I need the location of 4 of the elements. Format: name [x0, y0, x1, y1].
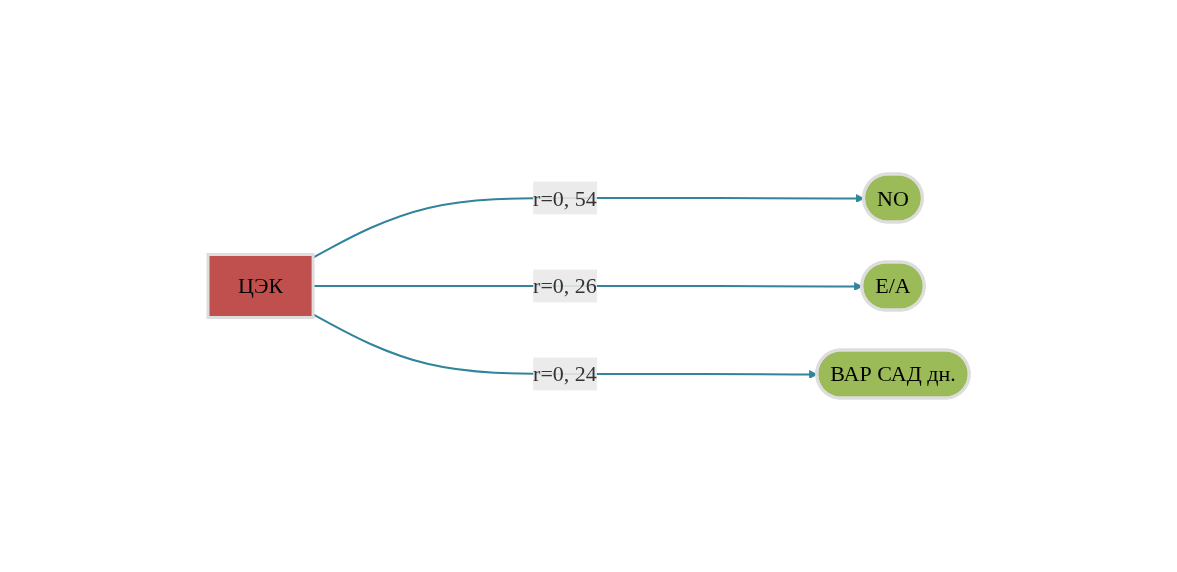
- edge-label: r=0, 26: [533, 273, 597, 299]
- edge-label: r=0, 24: [533, 361, 597, 387]
- edge-label: r=0, 54: [533, 185, 597, 211]
- node-box: ЦЭК: [206, 253, 315, 319]
